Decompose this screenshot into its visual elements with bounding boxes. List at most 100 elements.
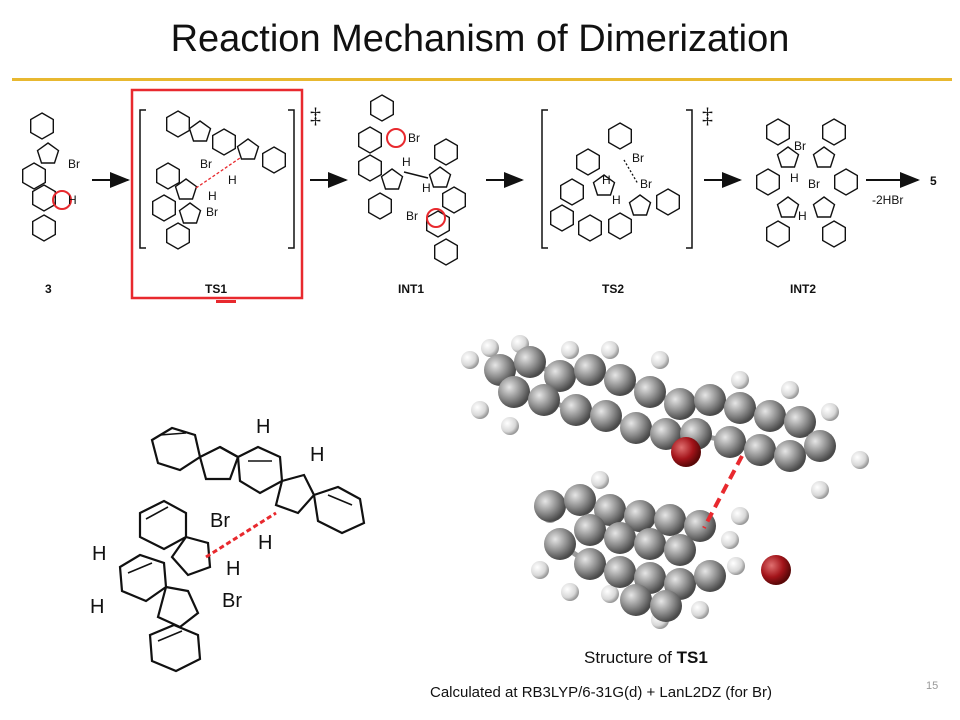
model-hydrogen-atom bbox=[851, 451, 869, 469]
model-hydrogen-atom bbox=[561, 583, 579, 601]
model-carbon-atom bbox=[784, 406, 816, 438]
ts2-double-dagger: ‡ bbox=[702, 103, 713, 128]
compound-label-3: 3 bbox=[45, 282, 52, 296]
model-carbon-atom bbox=[514, 346, 546, 378]
compound-3-structure: Br H bbox=[22, 112, 80, 242]
model-carbon-atom bbox=[744, 434, 776, 466]
model-carbon-atom bbox=[604, 364, 636, 396]
atom-br-lower: Br bbox=[222, 590, 242, 612]
model-hydrogen-atom bbox=[591, 471, 609, 489]
model-hydrogen-atom bbox=[501, 417, 519, 435]
model-carbon-atom bbox=[574, 354, 606, 386]
model-carbon-atom bbox=[560, 394, 592, 426]
int1-atom-br-lower: Br bbox=[406, 209, 418, 223]
model-carbon-atom bbox=[754, 400, 786, 432]
model-carbon-atom bbox=[774, 440, 806, 472]
ts1-atom-h-upper: H bbox=[228, 173, 237, 187]
model-carbon-atom bbox=[498, 376, 530, 408]
model-carbon-atom bbox=[634, 528, 666, 560]
ts1-enlarged-structure: H H Br H H H Br H bbox=[90, 416, 366, 673]
model-carbon-atom bbox=[664, 388, 696, 420]
model-carbon-atom bbox=[544, 360, 576, 392]
page-number: 15 bbox=[926, 680, 939, 692]
slide-title: Reaction Mechanism of Dimerization bbox=[170, 18, 790, 60]
model-carbon-atom bbox=[804, 430, 836, 462]
atom-h-left-lower: H bbox=[90, 596, 104, 618]
model-carbon-atom bbox=[634, 376, 666, 408]
ts2-atom-br-upper: Br bbox=[632, 151, 644, 165]
int2-structure: Br H Br H bbox=[756, 118, 858, 248]
reaction-site-circle bbox=[52, 190, 72, 210]
model-hydrogen-atom bbox=[531, 561, 549, 579]
int1-circle-upper bbox=[386, 128, 406, 148]
int1-structure: Br H H Br bbox=[358, 94, 466, 266]
model-carbon-atom bbox=[654, 504, 686, 536]
model-carbon-atom bbox=[664, 534, 696, 566]
model-hydrogen-atom bbox=[821, 403, 839, 421]
model-hydrogen-atom bbox=[727, 557, 745, 575]
model-hydrogen-atom bbox=[481, 339, 499, 357]
model-carbon-atom bbox=[620, 412, 652, 444]
title-underline bbox=[12, 78, 952, 81]
atom-h: H bbox=[68, 193, 77, 207]
model-hydrogen-atom bbox=[561, 341, 579, 359]
ts1-double-dagger: ‡ bbox=[310, 103, 321, 128]
final-arrow-label: -2HBr bbox=[872, 193, 903, 207]
model-hydrogen-atom bbox=[691, 601, 709, 619]
model-hydrogen-atom bbox=[651, 351, 669, 369]
model-caption: Structure of TS1 bbox=[584, 648, 708, 668]
ts2-structure: Br H Br H bbox=[541, 109, 693, 249]
model-hydrogen-atom bbox=[601, 341, 619, 359]
int2-atom-h-upper: H bbox=[790, 171, 799, 185]
ts1-structure: Br H H Br bbox=[139, 109, 295, 250]
int2-atom-br-lower: Br bbox=[808, 177, 820, 191]
model-carbon-atom bbox=[604, 522, 636, 554]
ts2-atom-br-lower: Br bbox=[640, 177, 652, 191]
model-bromine-atom bbox=[671, 437, 701, 467]
model-carbon-atom bbox=[650, 590, 682, 622]
model-carbon-atom bbox=[574, 514, 606, 546]
caption-bold: TS1 bbox=[676, 648, 708, 667]
product-label: 5 bbox=[930, 174, 937, 188]
atom-h-left-upper: H bbox=[92, 543, 106, 565]
ts1-highlight-box bbox=[130, 88, 304, 300]
model-carbon-atom bbox=[528, 384, 560, 416]
calculation-note: Calculated at RB3LYP/6-31G(d) + LanL2DZ … bbox=[430, 684, 772, 701]
ts1-3d-model bbox=[461, 335, 869, 629]
model-carbon-atom bbox=[534, 490, 566, 522]
ts1-atom-br-lower: Br bbox=[206, 205, 218, 219]
atom-h-right: H bbox=[310, 444, 324, 466]
model-carbon-atom bbox=[590, 400, 622, 432]
model-hydrogen-atom bbox=[471, 401, 489, 419]
int2-atom-h-lower: H bbox=[798, 209, 807, 223]
int2-atom-br-upper: Br bbox=[794, 139, 806, 153]
caption-prefix: Structure of bbox=[584, 648, 677, 667]
model-carbon-atom bbox=[694, 384, 726, 416]
model-hydrogen-atom bbox=[731, 371, 749, 389]
ts1-atom-br-upper: Br bbox=[200, 157, 212, 171]
zoom-down-arrow bbox=[216, 300, 236, 303]
ts2-atom-h-lower: H bbox=[612, 193, 621, 207]
int1-atom-h-upper: H bbox=[402, 155, 411, 169]
compound-label-ts1: TS1 bbox=[205, 282, 227, 296]
model-hydrogen-atom bbox=[731, 507, 749, 525]
compound-label-int2: INT2 bbox=[790, 282, 816, 296]
ts2-atom-h-upper: H bbox=[602, 173, 611, 187]
reaction-scheme: Br H 3 Br H H Br ‡ TS1 bbox=[22, 88, 937, 303]
forming-bond-dashes bbox=[205, 511, 277, 559]
model-carbon-atom bbox=[544, 528, 576, 560]
model-carbon-atom bbox=[620, 584, 652, 616]
int1-atom-br-upper: Br bbox=[408, 131, 420, 145]
model-carbon-atom bbox=[724, 392, 756, 424]
compound-label-ts2: TS2 bbox=[602, 282, 624, 296]
model-carbon-atom bbox=[564, 484, 596, 516]
int1-circle-lower bbox=[426, 208, 446, 228]
ts1-atom-h-lower: H bbox=[208, 189, 217, 203]
model-hydrogen-atom bbox=[811, 481, 829, 499]
model-hydrogen-atom bbox=[601, 585, 619, 603]
model-carbon-atom bbox=[714, 426, 746, 458]
atom-h-bridge: H bbox=[258, 532, 272, 554]
model-hydrogen-atom bbox=[461, 351, 479, 369]
model-carbon-atom bbox=[604, 556, 636, 588]
model-bromine-atom bbox=[761, 555, 791, 585]
